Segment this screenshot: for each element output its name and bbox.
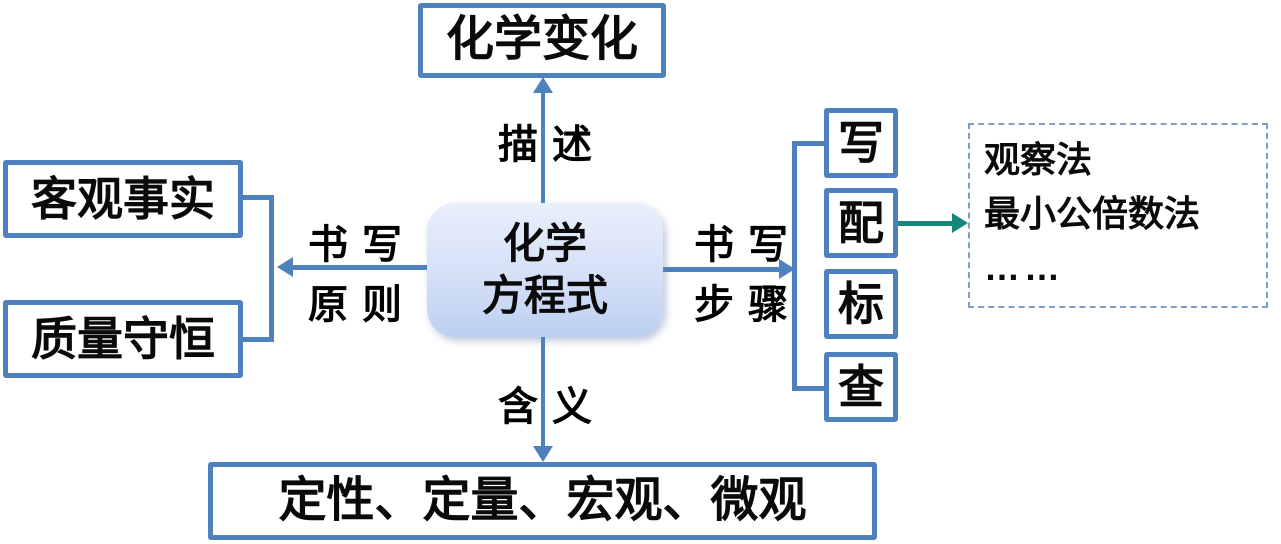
node-chemical-equation-line2: 方程式: [481, 272, 608, 319]
node-chemical-change: 化学变化: [418, 3, 666, 78]
node-balancing-methods: 观察法 最小公倍数法 ……: [968, 123, 1268, 308]
node-step-write: 写: [824, 108, 898, 178]
arrow-principles-head-icon: [277, 257, 293, 277]
node-objective-facts: 客观事实: [3, 160, 243, 238]
arrow-methods-head-icon: [952, 213, 968, 233]
arrow-principles-line: [291, 265, 427, 270]
left-bracket-vertical: [269, 195, 274, 342]
edge-label-meaning: 含义: [498, 384, 606, 429]
node-step-check: 查: [824, 352, 898, 422]
arrow-steps-line: [663, 267, 780, 272]
left-bracket-top-stub: [242, 195, 274, 200]
node-chemical-change-label: 化学变化: [445, 13, 638, 67]
node-chemical-equation: 化学 方程式: [427, 203, 663, 337]
node-step-balance-label: 配: [838, 196, 884, 249]
left-bracket-bottom-stub: [242, 337, 274, 342]
edge-label-principles-top: 书写: [308, 222, 416, 267]
method-line-observation: 观察法: [984, 139, 1093, 180]
right-bracket-bottom-stub: [792, 386, 826, 391]
node-step-write-label: 写: [838, 116, 884, 169]
method-line-lcm: 最小公倍数法: [984, 193, 1201, 234]
node-meanings: 定性、定量、宏观、微观: [208, 462, 877, 540]
node-step-mark: 标: [824, 269, 898, 339]
node-mass-conservation-label: 质量守恒: [31, 312, 215, 365]
node-step-balance: 配: [824, 188, 898, 258]
arrow-describe-head-icon: [533, 77, 553, 93]
arrow-methods-line: [898, 221, 952, 226]
method-line-ellipsis: ……: [984, 247, 1064, 288]
edge-label-principles-bottom: 原则: [308, 282, 416, 327]
node-mass-conservation: 质量守恒: [3, 300, 243, 378]
node-step-mark-label: 标: [838, 277, 884, 330]
node-step-check-label: 查: [838, 360, 884, 413]
arrow-steps-head-icon: [779, 259, 795, 279]
right-bracket-vertical: [792, 141, 797, 391]
edge-label-describe: 描述: [498, 122, 606, 167]
node-chemical-equation-line1: 化学: [502, 219, 587, 267]
edge-label-steps-bottom: 步骤: [694, 282, 802, 327]
arrow-meaning-line: [541, 337, 545, 447]
edge-label-steps-top: 书写: [694, 222, 802, 267]
node-objective-facts-label: 客观事实: [31, 172, 215, 225]
arrow-describe-line: [541, 92, 545, 203]
arrow-meaning-head-icon: [533, 446, 553, 462]
right-bracket-top-stub: [792, 141, 826, 146]
node-meanings-label: 定性、定量、宏观、微观: [278, 473, 807, 527]
